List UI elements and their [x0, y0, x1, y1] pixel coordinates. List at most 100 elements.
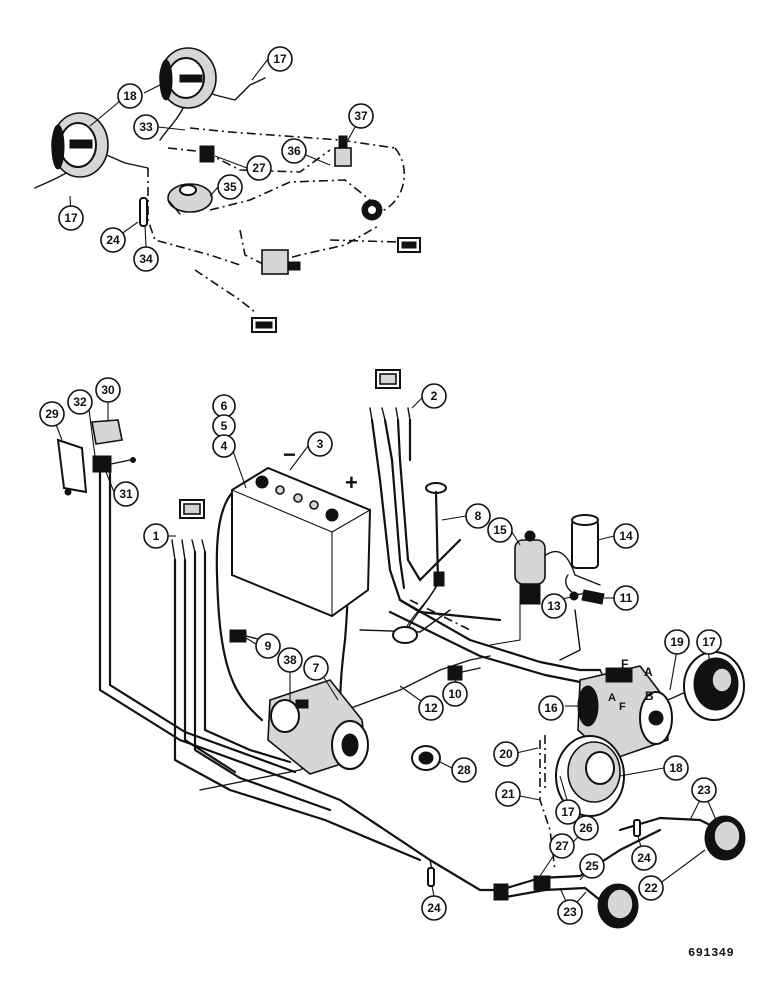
gauge — [411, 745, 441, 771]
upper-harness — [34, 47, 421, 333]
wire-group-2b — [383, 418, 406, 590]
wire-rear-lamps — [498, 828, 662, 892]
svg-text:4: 4 — [221, 439, 228, 453]
svg-text:35: 35 — [223, 180, 237, 194]
svg-text:30: 30 — [101, 383, 115, 397]
distributor — [565, 514, 599, 595]
svg-text:3: 3 — [317, 437, 324, 451]
loom-to-right-connector — [329, 239, 399, 243]
callout-13: 13 — [541, 593, 567, 619]
svg-text:21: 21 — [501, 787, 515, 801]
svg-text:24: 24 — [637, 851, 651, 865]
outline-block — [489, 600, 521, 646]
callout-22: 22 — [638, 875, 664, 901]
wire-coil — [539, 550, 601, 586]
connector-27 — [199, 145, 215, 163]
connector-block-lower — [251, 317, 277, 333]
callout-24-right: 24 — [631, 845, 657, 871]
svg-text:17: 17 — [64, 211, 78, 225]
loom-mid — [209, 179, 371, 211]
svg-text:2: 2 — [431, 389, 438, 403]
svg-text:13: 13 — [547, 599, 561, 613]
callout-35: 35 — [217, 174, 243, 200]
svg-text:37: 37 — [354, 109, 368, 123]
svg-text:8: 8 — [475, 509, 482, 523]
light-switch — [261, 249, 301, 275]
fuse-holder — [139, 197, 148, 227]
wire-group-1d — [203, 550, 292, 764]
svg-text:28: 28 — [457, 763, 471, 777]
headlight-lower — [555, 735, 625, 817]
wire-group-2c — [396, 418, 462, 582]
callout-18-lower: 18 — [663, 755, 689, 781]
callout-10: 10 — [442, 681, 468, 707]
fuse-24-right — [633, 819, 641, 837]
callout-34: 34 — [133, 246, 159, 272]
svg-text:10: 10 — [448, 687, 462, 701]
callout-6: 6 — [212, 394, 236, 418]
horn — [167, 183, 213, 215]
loom-lower — [239, 224, 381, 266]
callout-29: 29 — [39, 401, 65, 427]
tail-lamp-right — [704, 815, 746, 861]
svg-text:16: 16 — [544, 701, 558, 715]
starter-motor — [267, 679, 369, 775]
callout-30: 30 — [95, 377, 121, 403]
wire-condenser — [559, 609, 581, 661]
callout-25: 25 — [579, 853, 605, 879]
svg-text:6: 6 — [221, 399, 228, 413]
svg-text:17: 17 — [273, 52, 287, 66]
svg-text:18: 18 — [669, 761, 683, 775]
svg-text:26: 26 — [579, 821, 593, 835]
svg-text:11: 11 — [620, 591, 633, 605]
svg-text:18: 18 — [123, 89, 137, 103]
switch-cover — [91, 419, 123, 445]
relay-2-leads — [369, 407, 411, 421]
callout-5: 5 — [212, 414, 236, 438]
wire-left-main — [98, 468, 502, 892]
generator — [577, 665, 673, 761]
callout-3: 3 — [307, 431, 333, 457]
callout-12: 12 — [418, 695, 444, 721]
loom-36 — [189, 127, 396, 149]
fuel-sender — [392, 482, 447, 644]
relay-1-leads — [171, 539, 206, 561]
svg-text:9: 9 — [265, 639, 272, 653]
wire-group-2a — [370, 418, 502, 622]
headlight-right — [683, 651, 745, 721]
svg-text:34: 34 — [139, 252, 153, 266]
svg-text:20: 20 — [499, 747, 513, 761]
callout-17-top: 17 — [267, 46, 293, 72]
callout-18-top: 18 — [117, 83, 143, 109]
svg-text:5: 5 — [221, 419, 228, 433]
oil-pressure-switch — [334, 135, 352, 167]
svg-text:27: 27 — [555, 839, 569, 853]
svg-text:14: 14 — [619, 529, 633, 543]
callout-26: 26 — [573, 815, 599, 841]
svg-text:17: 17 — [702, 635, 716, 649]
callout-2: 2 — [421, 383, 447, 409]
wire-9 — [359, 609, 451, 633]
connector-lower-left — [493, 883, 509, 901]
callout-17-left: 17 — [58, 205, 84, 231]
bracket — [56, 438, 88, 496]
callout-9: 9 — [255, 633, 281, 659]
battery — [231, 466, 372, 618]
callout-32: 32 — [67, 389, 93, 415]
wire-to-generator-2 — [388, 610, 582, 684]
callout-31: 31 — [113, 481, 139, 507]
callout-38: 38 — [277, 647, 303, 673]
svg-text:24: 24 — [106, 233, 120, 247]
svg-text:23: 23 — [697, 783, 711, 797]
svg-text:19: 19 — [670, 635, 684, 649]
callout-8: 8 — [465, 503, 491, 529]
callout-23-right: 23 — [691, 777, 717, 803]
oil-sender — [447, 665, 481, 681]
callout-24-top: 24 — [100, 227, 126, 253]
generator-terminal-f-top: F — [621, 657, 628, 671]
callout-24-lower: 24 — [421, 895, 447, 921]
wire-rear-lamps-2 — [498, 886, 602, 902]
battery-negative-cable — [215, 478, 264, 722]
svg-text:38: 38 — [283, 653, 297, 667]
